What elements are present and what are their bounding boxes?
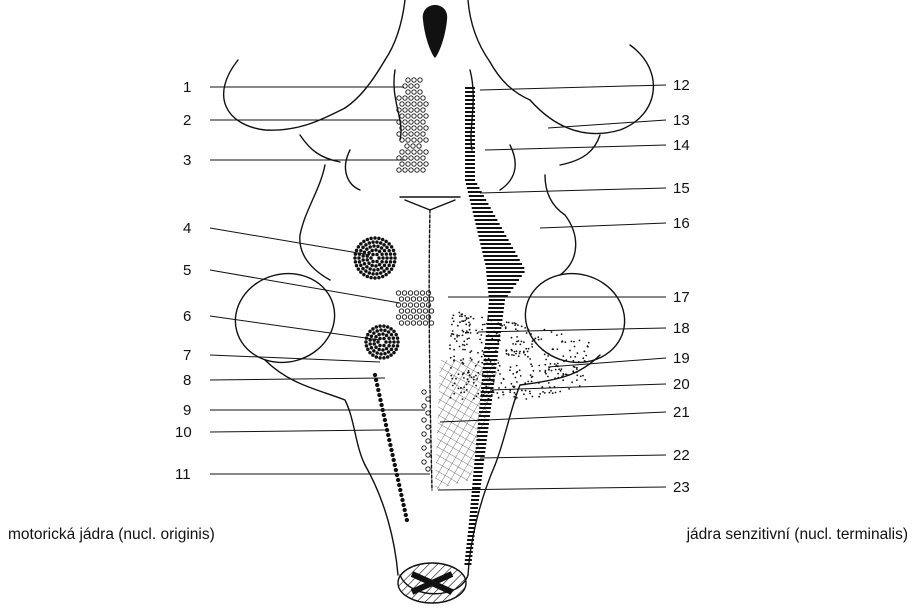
label-21: 21	[673, 404, 690, 421]
label-8: 8	[183, 372, 191, 389]
label-17: 17	[673, 289, 690, 306]
labels-right: 12 13 14 15 16 17 18 19 20 21 22 23	[673, 77, 690, 496]
label-1: 1	[183, 79, 191, 96]
label-18: 18	[673, 320, 690, 337]
label-4: 4	[183, 220, 191, 237]
label-3: 3	[183, 152, 191, 169]
label-23: 23	[673, 479, 690, 496]
medulla-cross-section	[398, 563, 466, 603]
label-19: 19	[673, 350, 690, 367]
label-12: 12	[673, 77, 690, 94]
label-15: 15	[673, 180, 690, 197]
aqueduct-shape	[423, 5, 447, 58]
motor-nuclei	[354, 78, 434, 522]
stippled-region	[435, 300, 596, 490]
label-10: 10	[175, 424, 192, 441]
label-11: 11	[175, 466, 191, 483]
caption-sensory-nuclei: jádra senzitivní (nucl. terminalis)	[687, 526, 908, 544]
label-22: 22	[673, 447, 690, 464]
caption-motor-nuclei: motorická jádra (nucl. originis)	[8, 526, 215, 544]
label-14: 14	[673, 137, 690, 154]
label-13: 13	[673, 112, 690, 129]
label-7: 7	[183, 347, 191, 364]
label-5: 5	[183, 262, 191, 279]
label-9: 9	[183, 402, 191, 419]
label-6: 6	[183, 308, 191, 325]
label-2: 2	[183, 112, 191, 129]
labels-left: 1 2 3 4 5 6 7 8 9 10 11	[175, 79, 192, 483]
label-20: 20	[673, 376, 690, 393]
label-16: 16	[673, 215, 690, 232]
